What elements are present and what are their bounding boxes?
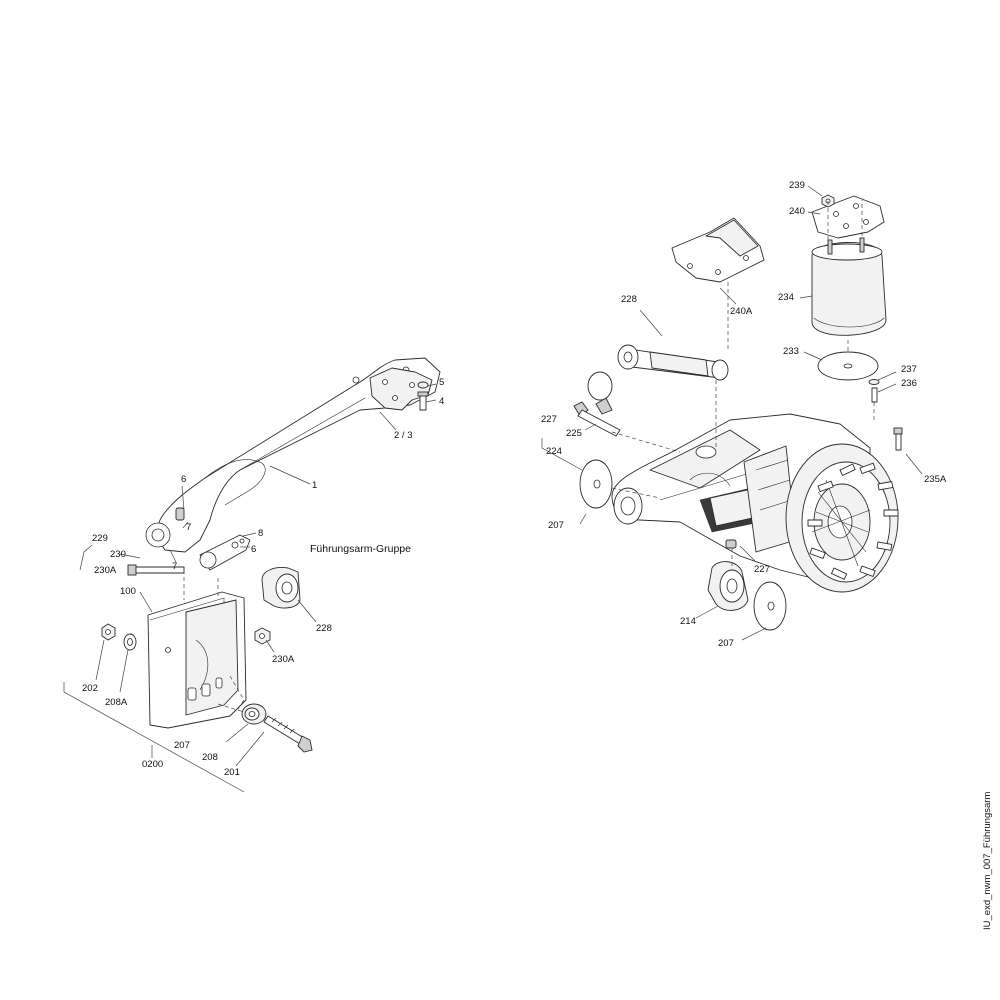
bolt-part-235A (893, 427, 903, 451)
label-part-235A: 235A (924, 474, 947, 485)
label-part-230: 230 (110, 549, 126, 560)
rubber-bushing-part-228-left (261, 567, 301, 609)
washer-part-208A (123, 633, 137, 651)
label-part-227-bottom: 227 (754, 564, 770, 575)
axle-sleeve-loop (587, 371, 613, 401)
wheel-studs (807, 462, 899, 580)
label-part-4: 4 (439, 396, 444, 407)
nut-part-230A (254, 627, 271, 645)
file-reference-text: IU_exd_nwm_007_Führungsarm (982, 792, 993, 930)
drawing-reference-note: IU_exd_nwm_007_Führungsarm (982, 792, 993, 930)
label-part-229: 229 (92, 533, 108, 544)
label-part-214: 214 (680, 616, 696, 627)
label-part-6-upper: 6 (181, 474, 186, 485)
label-part-237: 237 (901, 364, 917, 375)
bolt-part-236 (871, 387, 878, 403)
nut-part-202 (101, 623, 116, 641)
bolt-part-225 (573, 401, 621, 437)
label-part-2-3: 2 / 3 (394, 430, 413, 441)
bushing-part-6-upper (175, 507, 185, 521)
label-part-6-lower: 6 (251, 544, 256, 555)
label-part-208A: 208A (105, 697, 128, 708)
label-part-0200: 0200 (142, 759, 163, 770)
label-part-230A-mid: 230A (272, 654, 295, 665)
eccentric-washer-part-208 (241, 703, 267, 725)
label-part-233: 233 (783, 346, 799, 357)
washer-part-237 (868, 379, 880, 385)
right-leader-lines (541, 185, 923, 641)
shim-part-227-bottom (725, 539, 737, 549)
part-labels: 1 2 / 3 4 5 6 6 7 7 8 Führungsarm-Gruppe… (82, 180, 947, 778)
bracket-part-240A (671, 217, 765, 283)
label-part-7-upper: 7 (186, 522, 191, 533)
label-part-201: 201 (224, 767, 240, 778)
label-part-100: 100 (120, 586, 136, 597)
nut-part-5 (417, 381, 429, 389)
link-bracket-part-8 (199, 534, 251, 571)
washer-part-207-lower (753, 581, 787, 631)
bolt-part-4 (417, 391, 429, 411)
label-part-227-top: 227 (541, 414, 557, 425)
label-part-207-upper-right: 207 (548, 520, 564, 531)
label-part-228-left: 228 (316, 623, 332, 634)
bolt-part-201 (263, 715, 313, 753)
label-part-5: 5 (439, 377, 444, 388)
piston-plate-part-233 (817, 351, 879, 381)
wheel-hub-drum (785, 443, 899, 593)
label-part-1: 1 (312, 480, 317, 491)
washer-part-207-upper (579, 459, 613, 509)
label-part-234: 234 (778, 292, 794, 303)
label-part-8: 8 (258, 528, 263, 539)
shim-part-227-top (595, 397, 613, 415)
label-part-239: 239 (789, 180, 805, 191)
label-part-207-left: 207 (174, 740, 190, 751)
label-part-236: 236 (901, 378, 917, 389)
label-part-7-lower: 7 (172, 561, 177, 572)
group-title: Führungsarm-Gruppe (310, 543, 411, 555)
air-spring-bellow-part-234 (811, 237, 887, 336)
label-part-240A: 240A (730, 306, 753, 317)
label-part-228-right: 228 (621, 294, 637, 305)
label-part-202: 202 (82, 683, 98, 694)
shock-absorber-part-228 (617, 344, 729, 381)
label-part-224: 224 (546, 446, 562, 457)
left-leader-lines (63, 383, 437, 793)
label-part-207-lower-right: 207 (718, 638, 734, 649)
label-part-225: 225 (566, 428, 582, 439)
bushing-part-214 (707, 561, 749, 611)
label-part-240: 240 (789, 206, 805, 217)
label-part-208: 208 (202, 752, 218, 763)
label-part-230A-top: 230A (94, 565, 117, 576)
mounting-bracket-part-100 (147, 591, 247, 729)
